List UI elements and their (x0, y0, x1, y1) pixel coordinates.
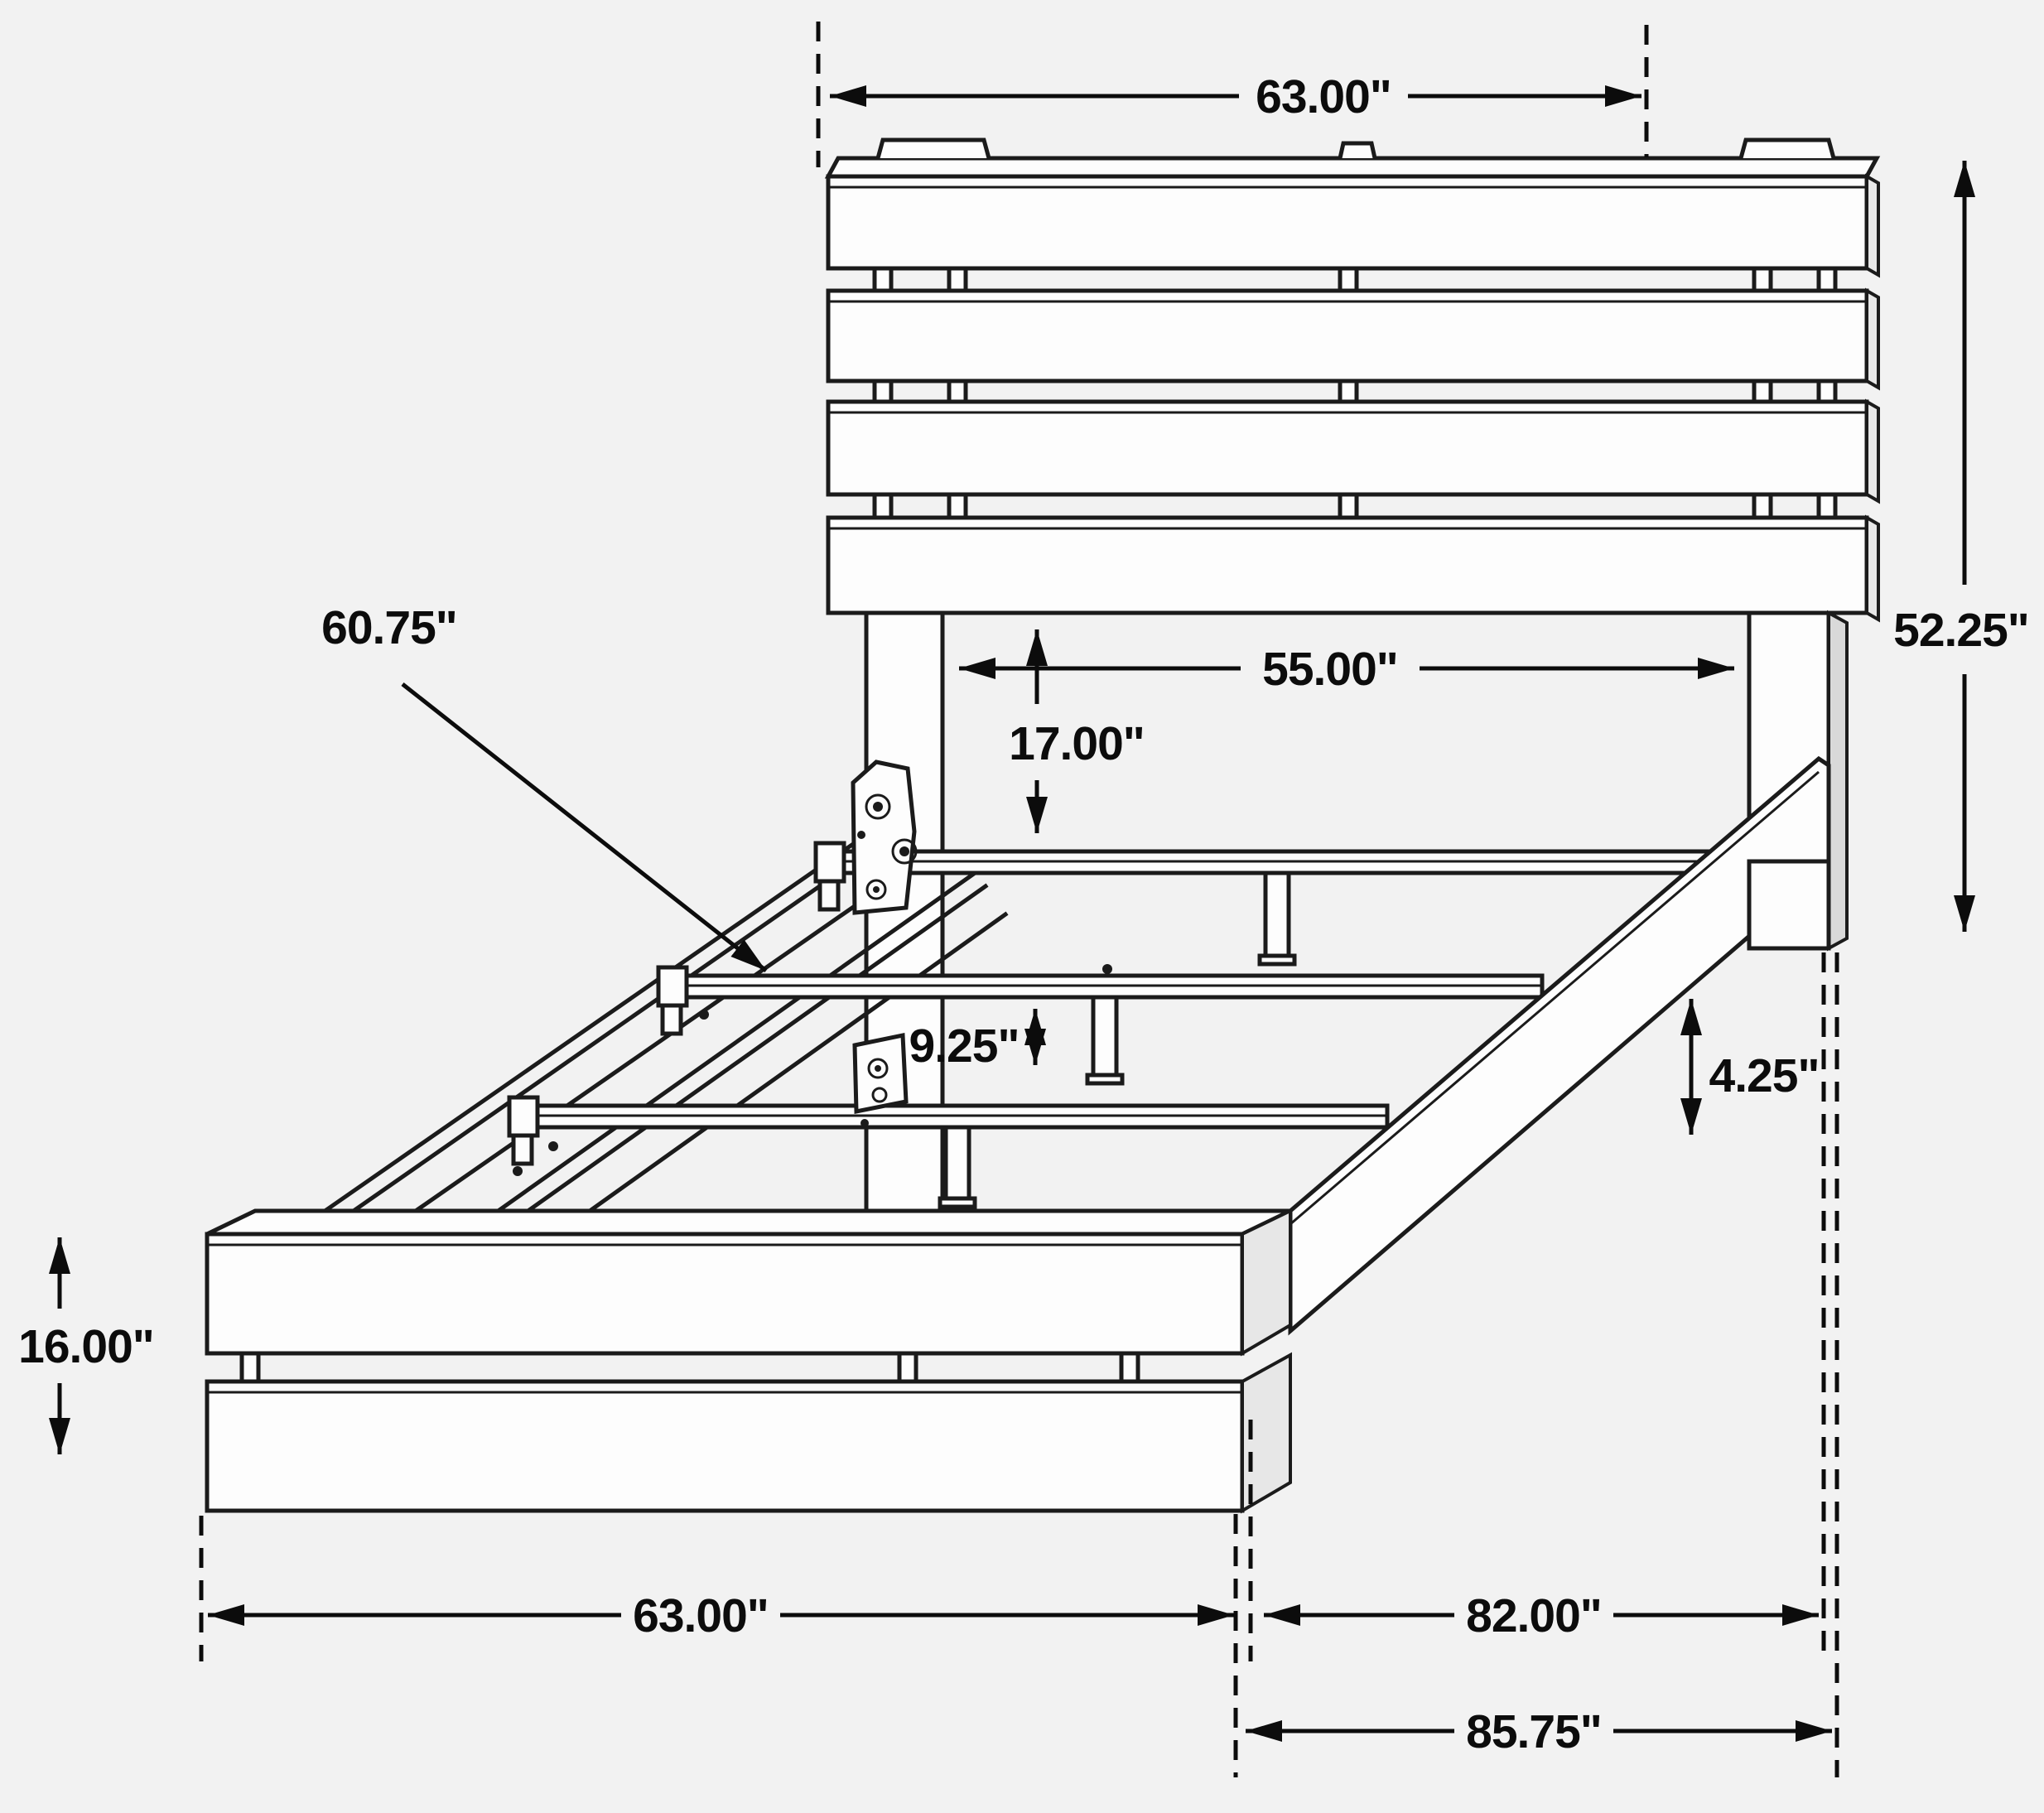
mattress-slats (507, 841, 1752, 1209)
dim-slat-length: 60.75" (321, 601, 768, 972)
headboard-top-face (824, 156, 1881, 179)
dim-headboard-height-label: 52.25" (1893, 604, 2029, 657)
slat-2-support-leg (1091, 995, 1119, 1078)
headboard-plank-2 (826, 288, 1869, 383)
footboard-top-face (205, 1208, 1292, 1237)
footboard-plank-top-end (1241, 1208, 1292, 1357)
slat-1 (813, 841, 1752, 967)
dim-slat-spacing: 9.25" (909, 1009, 1046, 1073)
dim-rail-clearance: 4.25" (1680, 999, 1820, 1135)
bracket-hardware-lower (852, 1032, 909, 1115)
dim-footboard-width-label: 63.00" (633, 1589, 769, 1642)
headboard-plank-4-end (1865, 514, 1880, 623)
slat-2 (656, 965, 1545, 1086)
headboard-tab-right (1738, 137, 1836, 159)
headboard-plank-1 (826, 174, 1869, 271)
dim-headboard-width: 63.00" (816, 22, 1649, 167)
dim-footboard-height-label: 16.00" (18, 1320, 154, 1373)
dimension-annotations: 63.00" 52.25" 55.00" 17.00" 60.75" (18, 22, 2030, 1777)
leader-line (401, 682, 768, 972)
slat-2-end-lip (656, 965, 689, 1008)
slat-3-end-foot (511, 1133, 534, 1166)
headboard-plank-2-end (1865, 287, 1880, 391)
bracket-hardware (851, 759, 918, 1127)
headboard-plank-3-end (1865, 398, 1880, 504)
dim-slat-length-label: 60.75" (321, 601, 457, 654)
headboard-leg-right-side-face (1827, 610, 1849, 952)
headboard-plank-1-end (1865, 173, 1880, 278)
dim-rail-clearance-label: 4.25" (1709, 1049, 1820, 1102)
headboard-gap-spacers-2 (872, 379, 1838, 404)
dim-overall-length-label: 85.75" (1466, 1705, 1602, 1758)
slat-3-end-lip (507, 1095, 540, 1138)
dim-slat-spacing-label: 9.25" (909, 1020, 1020, 1073)
dim-headboard-to-slat: 17.00" (1009, 629, 1145, 833)
slat-1-support-leg (1263, 870, 1291, 958)
footboard (205, 1208, 1292, 1514)
footboard-plank-top (205, 1232, 1245, 1356)
headboard-plank-4 (826, 515, 1869, 615)
dim-legs-inner-span-label: 55.00" (1262, 643, 1398, 696)
dim-frame-inner-length: 82.00" (1233, 952, 1839, 1777)
dim-headboard-height: 52.25" (1893, 161, 2030, 932)
headboard-gap-spacers-3 (872, 492, 1838, 520)
slat-3 (507, 1095, 1390, 1209)
headboard-leg-right-foot (1747, 859, 1831, 951)
headboard-leg-left (864, 610, 945, 1245)
dim-overall-length: 85.75" (1246, 1705, 1832, 1758)
side-rail-far (288, 832, 896, 1271)
slat-1-end-foot (817, 879, 841, 912)
dim-headboard-to-slat-label: 17.00" (1009, 717, 1145, 770)
headboard-tab-left (875, 137, 991, 159)
slat-2-end-foot (660, 1003, 683, 1036)
slat-1-end-lip (813, 841, 846, 884)
slat-3-support-leg (943, 1125, 971, 1201)
side-rail-near (1288, 755, 1831, 1336)
footboard-plank-bottom (205, 1379, 1245, 1513)
headboard-tab-center (1338, 141, 1377, 159)
footboard-gap-spacers (239, 1351, 1140, 1384)
dim-footboard-width: 63.00" (199, 1516, 1234, 1661)
dim-legs-inner-span: 55.00" (959, 643, 1734, 696)
headboard (824, 137, 1881, 623)
dim-footboard-height: 16.00" (18, 1237, 155, 1454)
footboard-plank-bottom-end (1241, 1352, 1292, 1514)
dim-headboard-width-label: 63.00" (1256, 70, 1391, 123)
headboard-plank-3 (826, 399, 1869, 497)
dim-frame-inner-length-label: 82.00" (1466, 1589, 1602, 1642)
headboard-gap-spacers-1 (872, 266, 1838, 293)
